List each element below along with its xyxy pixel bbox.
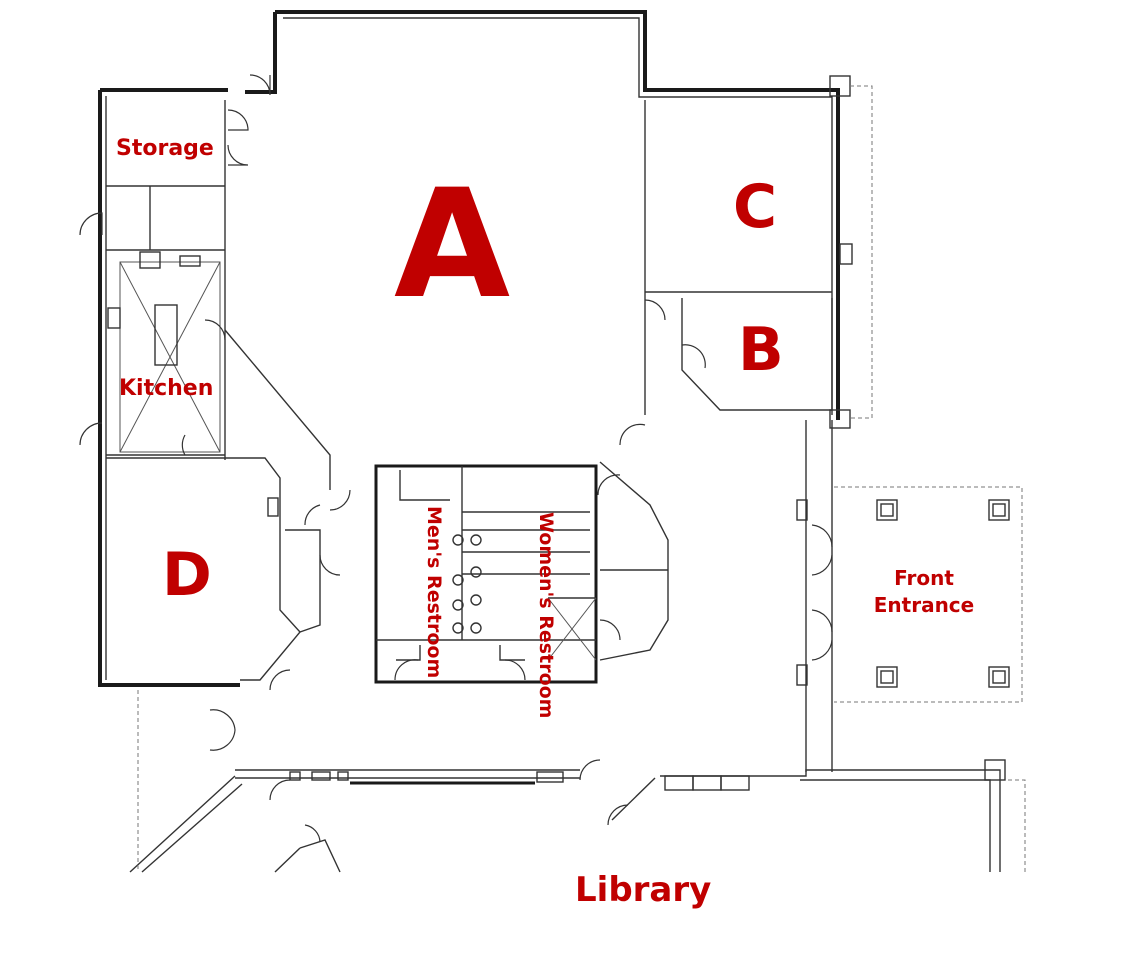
bottom-corridor-walls [129,690,1026,873]
room-cb-walls [644,75,873,429]
room-d-label: D [162,540,212,610]
lobby-walls [599,461,669,661]
kitchen-label: Kitchen [119,376,214,401]
restroom-block-walls [374,464,598,684]
door-swings [79,74,833,843]
mens-restroom-label: Men's Restroom [423,506,445,679]
room-a-label: A [394,158,511,332]
room-b-label: B [738,315,784,385]
room-d-walls [106,329,331,681]
room-c-label: C [733,172,778,242]
storage-kitchen-walls [106,100,226,460]
storage-label: Storage [116,136,214,161]
womens-restroom-label: Women's Restroom [535,512,557,719]
front-entrance-walls [796,420,1023,772]
library-label: Library [575,870,712,910]
front-entrance-label: Front Entrance [873,566,975,617]
outer-walls [98,10,840,687]
